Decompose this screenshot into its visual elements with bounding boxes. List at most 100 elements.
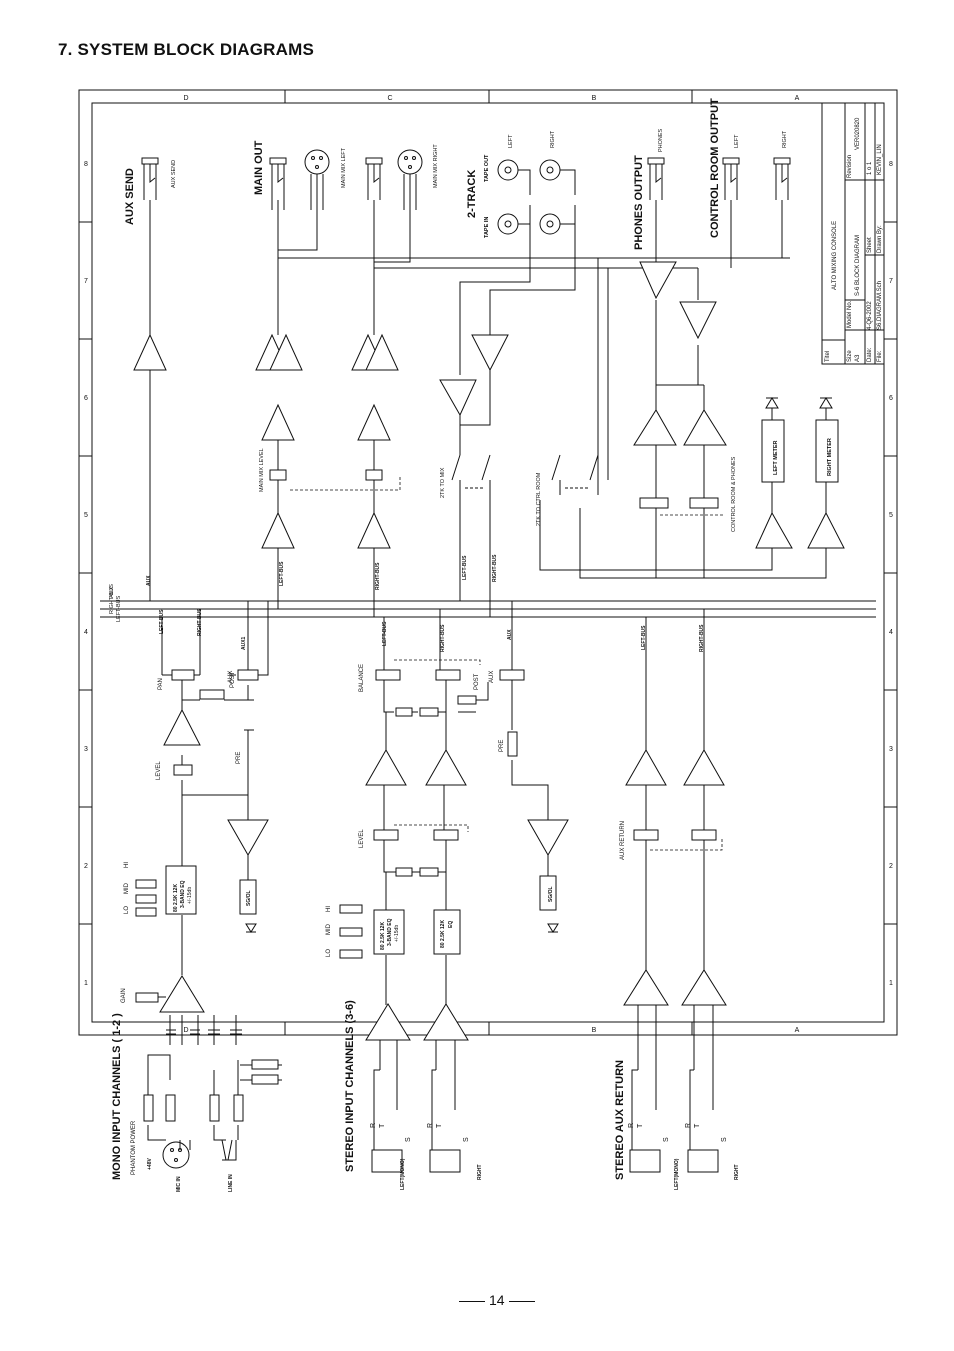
eq-freqs: 80 2.5K 12K: [380, 922, 386, 950]
aux-send-jack-label: AUX SEND: [171, 160, 177, 188]
jack-r: R: [628, 1123, 635, 1128]
eq-name: 3-BAND EQ: [180, 880, 186, 908]
zone-number: 3: [889, 746, 893, 753]
zone-number: 3: [84, 746, 88, 753]
left-bus-tap: LEFT-BUS: [641, 625, 647, 650]
right-bus-tap: RIGHT-BUS: [440, 624, 446, 652]
mic-in-label: MIC IN: [176, 1176, 182, 1192]
pre-label: PRE: [236, 752, 242, 764]
gang-link: [650, 838, 723, 851]
mid-label: MID: [326, 923, 332, 935]
revision-value: VER020820: [855, 117, 861, 150]
left-bus-tap: LEFT-BUS: [159, 609, 165, 634]
sheet-label: Sheet: [867, 237, 873, 253]
rca-left-label: LEFT: [508, 134, 514, 148]
rca-jacks: [497, 159, 576, 235]
revision-label: Revision: [847, 155, 853, 178]
bus-label-aux: AUX: [109, 586, 115, 598]
section-title-stereo-aux-return: STEREO AUX RETURN: [614, 1060, 626, 1180]
eq-freqs: 80 2.5K 12K: [173, 884, 179, 912]
zone-number: 2: [84, 863, 88, 870]
zone-number: 6: [889, 395, 893, 402]
file-label: File:: [877, 350, 883, 362]
jack-t: T: [637, 1123, 644, 1128]
model-value: S-6 BLOCK DIAGRAM: [855, 235, 861, 296]
post-label: POST: [474, 673, 480, 690]
output-amp-wiring: [149, 370, 827, 617]
aux-return-label: AUX RETURN: [620, 821, 626, 860]
date-value: 4-Q6-2002: [867, 301, 873, 330]
line-in-label: LINE IN: [228, 1174, 234, 1192]
page-heading: 7. SYSTEM BLOCK DIAGRAMS: [58, 40, 315, 59]
bus-label-left: LEFT-BUS: [116, 595, 122, 622]
eq-2band-freqs: 80 2.5K 12K: [440, 920, 446, 948]
output-wiring: [149, 200, 790, 480]
zone-letter-bottom: B: [592, 1027, 597, 1034]
section-title-main-out: MAIN OUT: [253, 140, 265, 195]
title-block: [821, 102, 885, 365]
xlr-out-left: [304, 149, 330, 205]
zone-letter-bottom: D: [183, 1027, 188, 1034]
mono-channel-parts: [135, 669, 279, 1122]
tape-in-label: TAPE IN: [484, 217, 490, 238]
zone-ticks: [79, 90, 897, 1035]
section-title-aux-send: AUX SEND: [124, 168, 136, 225]
tape-out-label: TAPE OUT: [484, 154, 490, 182]
phones-label: PHONES: [658, 128, 664, 152]
hi-label: HI: [124, 862, 130, 868]
stereo-channel-wiring: [373, 601, 549, 1150]
tk-to-mix-label: 2TK TO MIX: [440, 467, 446, 498]
jack-t: T: [694, 1123, 701, 1128]
aux-knob-label: AUX: [228, 671, 234, 683]
mono-channel-misc: [162, 699, 257, 1169]
rca-right-label: RIGHT: [550, 130, 556, 148]
page-number: 14: [455, 1292, 539, 1308]
cr-left-label: LEFT: [734, 134, 740, 148]
tk-to-ctrl-room-label: 2TK TO CTRL ROOM: [536, 472, 542, 526]
left-mono-jack-label: LEFT(MONO): [674, 1158, 680, 1190]
model-label: Model No.: [847, 300, 853, 328]
jack-s: S: [663, 1137, 670, 1142]
tape-switches: [451, 454, 599, 495]
left-bus-drop: LEFT-BUS: [462, 555, 468, 580]
pan-label: PAN: [158, 678, 164, 690]
eq-range: +/-15db: [394, 925, 400, 942]
plus48v-label: +48V: [147, 1158, 153, 1170]
main-mix-right-label: MAIN MIX RIGHT: [433, 144, 439, 188]
size-label: Size: [847, 350, 853, 362]
lo-label: LO: [124, 906, 130, 914]
drawn-value: KEVIN_LIN: [877, 144, 883, 175]
date-label: Date:: [867, 347, 873, 362]
zone-letter-top: B: [592, 95, 597, 102]
level-label: LEVEL: [156, 761, 162, 780]
jack-t: T: [436, 1123, 443, 1128]
gang-link: [290, 475, 401, 491]
jack-r: R: [370, 1123, 377, 1128]
zone-letter-bottom: A: [795, 1027, 800, 1034]
zone-number: 6: [84, 395, 88, 402]
main-mix-left-label: MAIN MIX LEFT: [341, 147, 347, 188]
section-title-phones-output: PHONES OUTPUT: [633, 155, 645, 250]
title-value: ALTO MIXING CONSOLE: [832, 221, 838, 290]
right-bus-drop: RIGHT-BUS: [375, 562, 381, 590]
aux1-tap: AUX1: [241, 636, 247, 650]
size-value: A3: [855, 354, 861, 362]
mid-label: MID: [124, 882, 130, 894]
eq-2band-name: EQ: [448, 921, 454, 928]
zone-number: 8: [84, 161, 88, 168]
meter-led-icons: [765, 397, 833, 420]
output-amplifiers: [133, 261, 845, 549]
left-bus-tap: LEFT-BUS: [382, 621, 388, 646]
left-meter-label: LEFT METER: [773, 440, 779, 475]
eq-name: 3-BAND EQ: [387, 918, 393, 946]
zone-letter-top: A: [795, 95, 800, 102]
zone-number: 5: [889, 512, 893, 519]
jack-r: R: [685, 1123, 692, 1128]
zone-number: 7: [889, 278, 893, 285]
phantom-power-label: PHANTOM POWER: [131, 1120, 137, 1175]
zone-number: 1: [84, 980, 88, 987]
left-bus-drop: LEFT-BUS: [279, 561, 285, 586]
aux-tap: AUX: [507, 629, 513, 640]
title-label: Titel: [825, 351, 831, 362]
